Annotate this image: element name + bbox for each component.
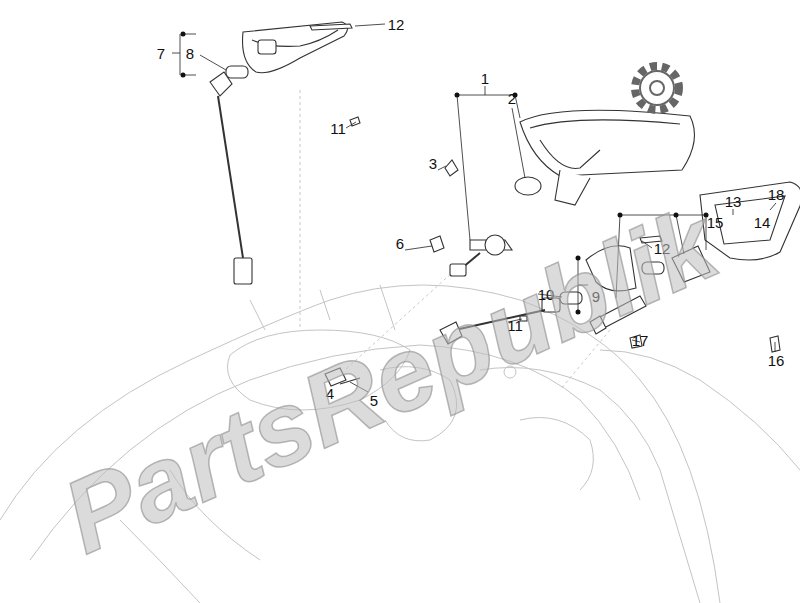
callout-number: 7 bbox=[157, 46, 165, 61]
callout-number: 17 bbox=[632, 333, 649, 348]
turn-signal bbox=[210, 22, 348, 284]
callout-number: 3 bbox=[429, 156, 437, 171]
callout-number: 16 bbox=[768, 353, 785, 368]
callout-number: 2 bbox=[508, 91, 516, 106]
gear-icon bbox=[635, 66, 679, 110]
callout-number: 14 bbox=[754, 215, 771, 230]
callout-number: 6 bbox=[396, 236, 404, 251]
callout-number: 15 bbox=[707, 215, 724, 230]
callout-number: 18 bbox=[768, 187, 785, 202]
callout-number: 12 bbox=[388, 17, 405, 32]
callout-number: 13 bbox=[725, 194, 742, 209]
callout-number: 8 bbox=[186, 46, 194, 61]
callout-number: 11 bbox=[330, 121, 346, 136]
callout-number: 1 bbox=[481, 71, 489, 86]
